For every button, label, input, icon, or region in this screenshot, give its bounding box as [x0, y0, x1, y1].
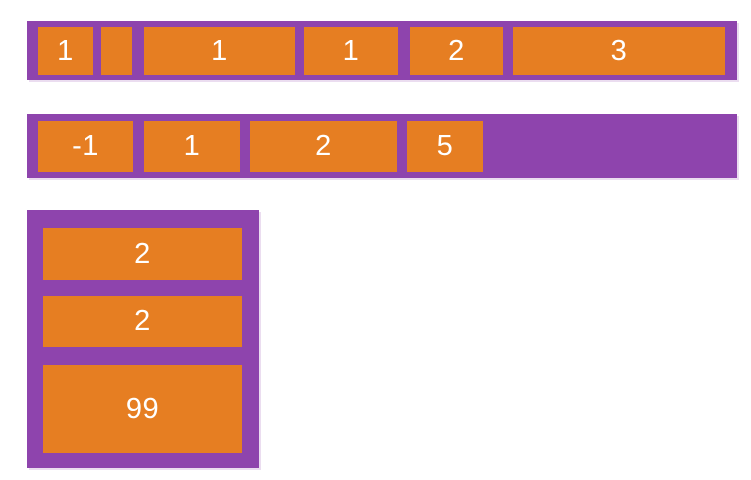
flex-item: 1: [38, 27, 93, 75]
flex-item: 99: [43, 365, 242, 453]
flex-item: 1: [144, 121, 240, 172]
flex-container-row-2: -1 1 2 5: [27, 114, 737, 178]
flex-item: 1: [304, 27, 398, 75]
flex-item: 1: [144, 27, 295, 75]
flex-item: [101, 27, 132, 75]
flex-item: 2: [250, 121, 397, 172]
flex-container-column-1: 2 2 99: [27, 210, 259, 468]
flex-item: 2: [43, 296, 242, 347]
flex-item: 3: [513, 27, 725, 75]
flex-item: 2: [43, 228, 242, 280]
flex-item: -1: [38, 121, 133, 172]
flex-container-row-1: 1 1 1 2 3: [27, 21, 737, 80]
flex-item: 5: [407, 121, 483, 172]
flex-item: 2: [410, 27, 503, 75]
